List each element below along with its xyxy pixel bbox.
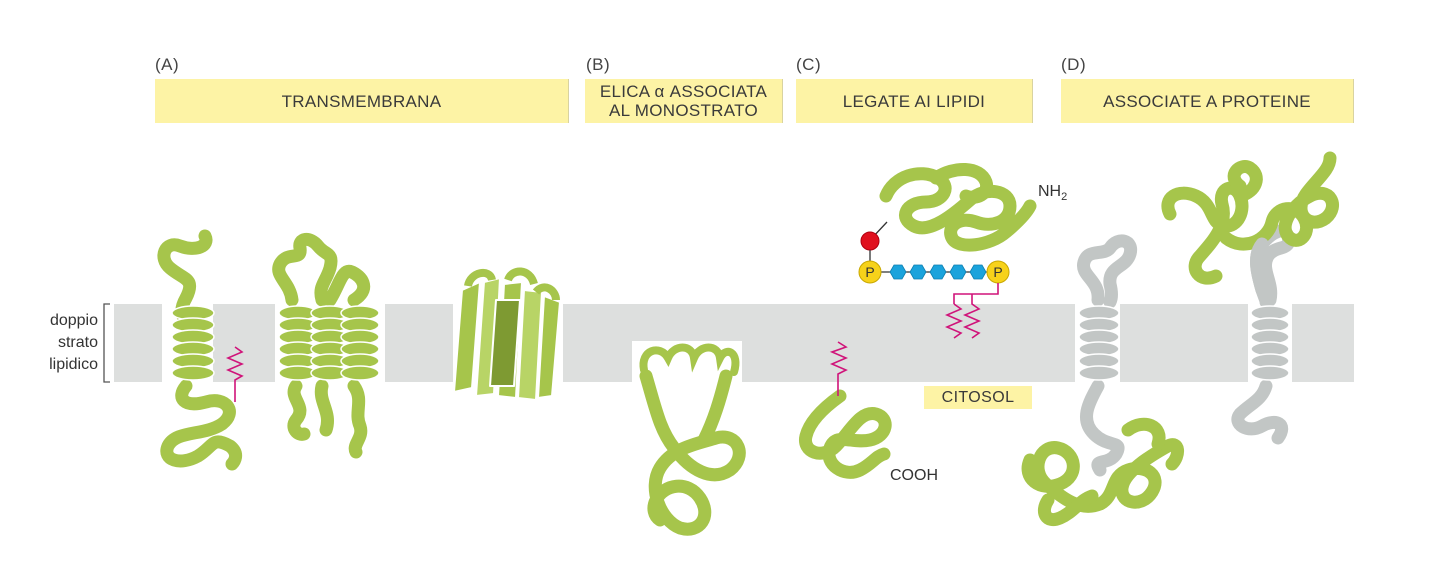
green-associated-protein-2 <box>1161 151 1339 285</box>
nh2-label: NH2 <box>1038 183 1067 203</box>
header-title-d: ASSOCIATE A PROTEINE <box>1103 91 1311 111</box>
transmembrane-single-pass <box>157 229 243 471</box>
red-dot-icon <box>860 231 880 251</box>
lipid-linked-cooh-protein <box>799 389 892 479</box>
helix-coil-a2 <box>278 305 380 381</box>
header-title-b-line2: AL MONOSTRATO <box>608 101 759 120</box>
panel-letter-c: (C) <box>796 55 822 74</box>
green-associated-protein-1 <box>1021 417 1184 526</box>
helix-coil-b <box>639 343 740 376</box>
bilayer-label-line2: strato <box>57 334 98 351</box>
header-associate-proteine: ASSOCIATE A PROTEINE <box>1061 79 1354 123</box>
bilayer-label-line1: doppio <box>49 312 98 329</box>
lipid-anchor-c2 <box>944 283 999 339</box>
panel-letter-b: (B) <box>586 55 611 74</box>
beta-barrel <box>453 267 561 401</box>
phosphate-right-label: P <box>993 264 1002 280</box>
nh2-subscript: 2 <box>1061 191 1068 204</box>
sugar-chain <box>889 264 987 280</box>
bilayer-label: doppio strato lipidico <box>30 310 98 376</box>
header-elica: ELICA α ASSOCIATA AL MONOSTRATO <box>585 79 783 123</box>
helix-coil-d2 <box>1250 305 1290 381</box>
lipid-anchor-a <box>225 346 245 402</box>
header-legate-lipidi: LEGATE AI LIPIDI <box>796 79 1033 123</box>
nh2-base: NH <box>1038 183 1062 200</box>
phosphate-left-icon: P <box>858 260 882 284</box>
lipid-anchor-c1 <box>829 341 849 396</box>
helix-coil-a1 <box>171 305 215 381</box>
panel-letter-a: (A) <box>155 55 180 74</box>
header-title-c: LEGATE AI LIPIDI <box>842 91 986 111</box>
phosphate-right-icon: P <box>986 260 1010 284</box>
bilayer-bracket <box>103 303 110 383</box>
header-transmembrana: TRANSMEMBRANA <box>155 79 569 123</box>
header-title-a: TRANSMEMBRANA <box>281 91 442 111</box>
helix-coil-d1 <box>1078 305 1120 381</box>
phosphate-left-label: P <box>865 264 874 280</box>
transmembrane-multipass <box>272 233 371 459</box>
citosol-label: CITOSOL <box>924 386 1032 409</box>
monolayer-helix-protein <box>639 369 746 536</box>
cooh-label: COOH <box>890 467 938 484</box>
header-title-b-line1: ELICA α ASSOCIATA <box>599 82 768 101</box>
bilayer-label-line3: lipidico <box>49 356 98 373</box>
gray-overlap-d2 <box>1250 237 1269 297</box>
gray-transmembrane-1 <box>1077 234 1138 477</box>
gpi-anchored-protein <box>879 162 1037 252</box>
panel-letter-d: (D) <box>1061 55 1087 74</box>
